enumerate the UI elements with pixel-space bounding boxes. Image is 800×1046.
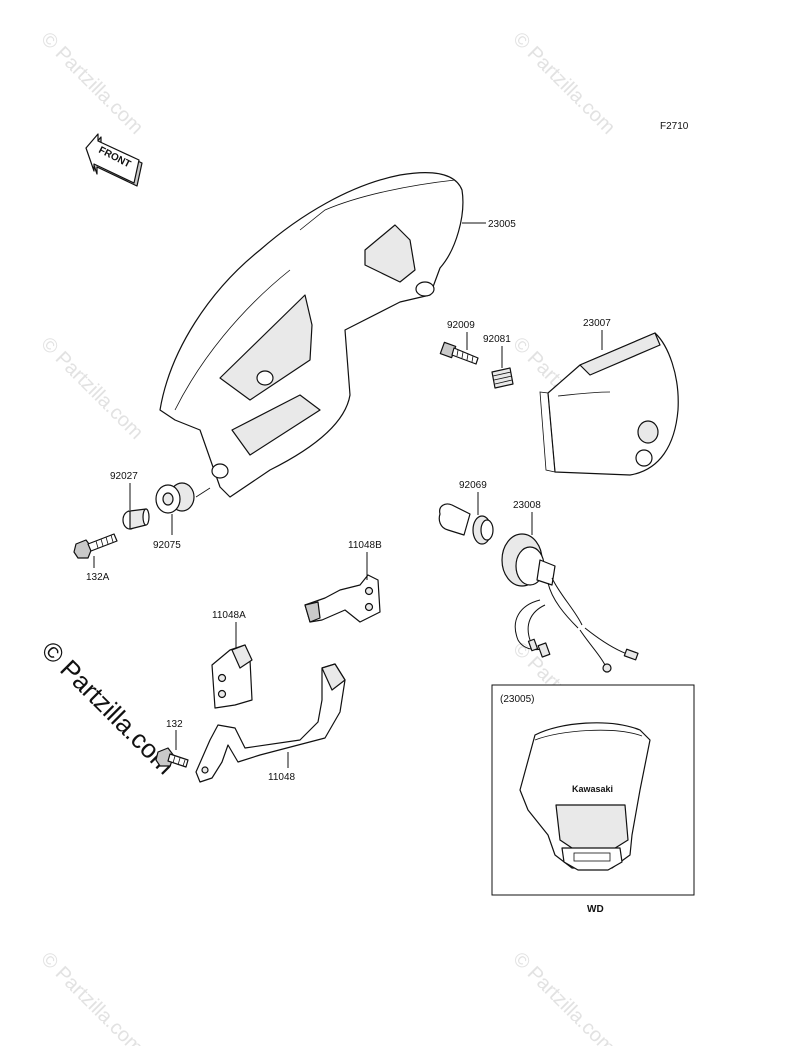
- part-label-132A: 132A: [86, 572, 110, 583]
- part-label-92009: 92009: [447, 320, 475, 331]
- part-label-11048B: 11048B: [348, 540, 382, 551]
- part-label-23005: 23005: [488, 219, 516, 230]
- part-label-92069: 92069: [459, 480, 487, 491]
- inset-ref-label: (23005): [500, 694, 534, 705]
- collar-92027: [122, 508, 150, 530]
- part-label-92075: 92075: [153, 540, 181, 551]
- bracket-11048B: [304, 574, 381, 623]
- bracket-11048A: [211, 644, 253, 709]
- headlight-cover-23005: [159, 172, 464, 498]
- spring-92081: [491, 367, 514, 389]
- part-label-11048A: 11048A: [212, 610, 246, 621]
- watermark-text: © Partzilla.com: [36, 28, 147, 139]
- bolt-132: [155, 747, 189, 768]
- front-arrow-icon: FRONT: [85, 133, 143, 187]
- inset-wd-model: (23005) Kawasaki: [491, 684, 695, 896]
- figure-code: F2710: [660, 121, 689, 132]
- part-label-92027: 92027: [110, 471, 138, 482]
- watermark-text: © Partzilla.com: [36, 333, 147, 444]
- screw-92009: [439, 341, 479, 365]
- stay-11048: [195, 663, 346, 783]
- part-label-132: 132: [166, 719, 183, 730]
- watermark-text: © Partzilla.com: [508, 28, 619, 139]
- part-label-92081: 92081: [483, 334, 511, 345]
- watermark-text: © Partzilla.com: [36, 948, 147, 1046]
- headlight-unit-23007: [539, 332, 679, 476]
- watermark-text: © Partzilla.com: [508, 948, 619, 1046]
- brand-logo-text: Kawasaki: [572, 784, 613, 794]
- grommet-92075: [155, 482, 195, 514]
- part-label-23007: 23007: [583, 318, 611, 329]
- bolt-132A: [73, 533, 118, 559]
- socket-wiring-23008: [501, 533, 639, 673]
- inset-caption: WD: [587, 904, 604, 915]
- part-label-11048: 11048: [268, 772, 296, 783]
- part-label-23008: 23008: [513, 500, 541, 511]
- bulb-92069: [438, 503, 494, 545]
